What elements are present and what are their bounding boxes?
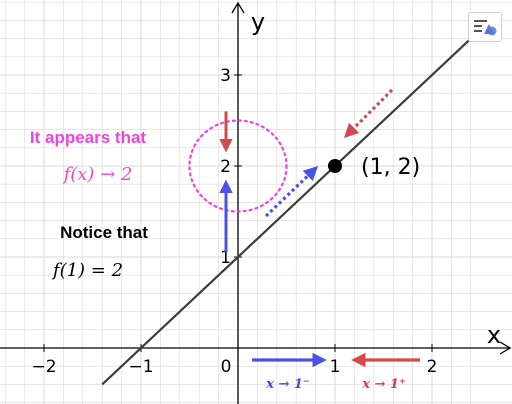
- left-limit-label: x → 1⁻: [265, 377, 310, 392]
- right-limit-label: x → 1⁺: [361, 377, 406, 392]
- point-label: (1, 2): [361, 155, 420, 180]
- x-tick-label: 0: [221, 357, 232, 377]
- limit-circle: [188, 119, 288, 213]
- x-axis-label: x: [487, 321, 501, 349]
- line-approach-from-right-arrow: [343, 88, 394, 139]
- y-tick-label: 2: [220, 157, 231, 177]
- y-tick-label: 1: [220, 248, 231, 268]
- x-tick-label: 1: [330, 357, 341, 377]
- annotations: It appears that f(x) → 2 Notice that f(1) =…: [30, 88, 420, 392]
- function-line[interactable]: [101, 33, 477, 386]
- point-1-2[interactable]: [328, 159, 342, 173]
- x-tick-label: −2: [31, 357, 56, 377]
- style-menu-button[interactable]: [468, 12, 502, 42]
- appears-text: It appears that: [30, 128, 147, 147]
- y-axis-arrow: [231, 1, 245, 14]
- x-tick-label: −1: [128, 357, 153, 377]
- notice-text: Notice that: [60, 223, 148, 242]
- graphics-style-menu-icon: [474, 20, 497, 36]
- x-tick-label: 2: [427, 357, 438, 377]
- y-axis-label: y: [251, 8, 265, 36]
- y-tick-label: 3: [220, 66, 231, 86]
- series: (1, 2): [101, 33, 477, 386]
- notice-formula: f(1) = 2: [51, 260, 123, 281]
- x-axis-arrow: [499, 341, 512, 355]
- appears-formula: f(x) → 2: [62, 164, 133, 185]
